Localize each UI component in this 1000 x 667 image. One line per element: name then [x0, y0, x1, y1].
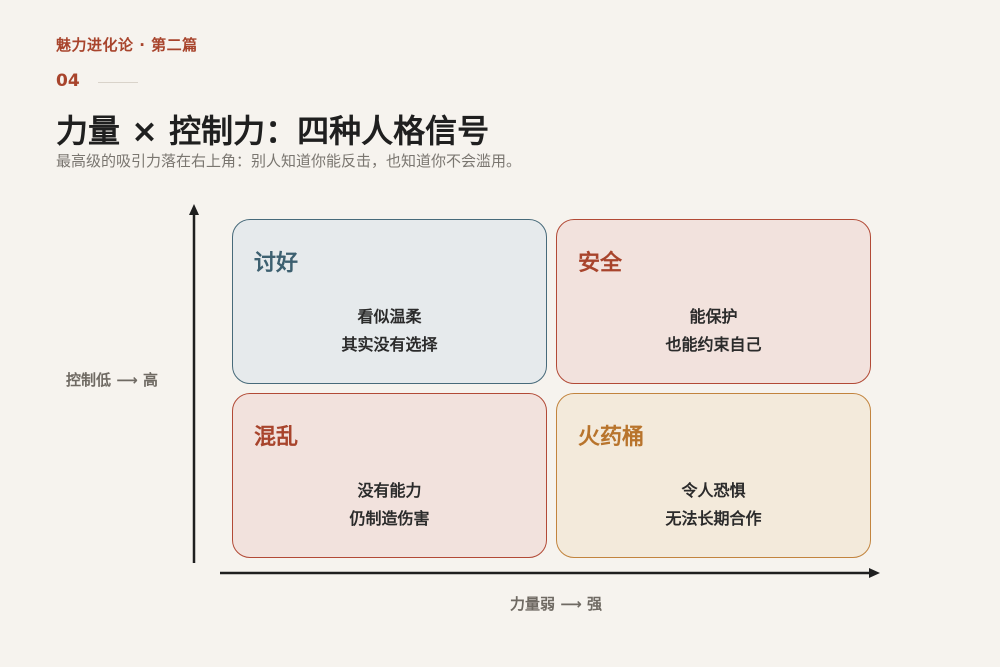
section-number: 04 [56, 71, 80, 91]
quadrant-line-2: 仍制造伤害 [349, 509, 430, 528]
page-title: 力量 × 控制力：四种人格信号 [56, 112, 490, 150]
quadrant-line-1: 没有能力 [357, 481, 422, 500]
x-axis-label: 力量弱 ⟶ 强 [510, 595, 602, 613]
x-axis-arrow [869, 568, 880, 578]
quadrant-top-left: 讨好 看似温柔 其实没有选择 [232, 219, 547, 384]
quadrant-bottom-right: 火药桶 令人恐惧 无法长期合作 [556, 393, 871, 558]
quadrant-title: 混乱 [254, 425, 299, 450]
page-subtitle: 最高级的吸引力落在右上角：别人知道你能反击，也知道你不会滥用。 [56, 152, 522, 170]
quadrant-line-1: 令人恐惧 [681, 481, 746, 500]
series-label: 魅力进化论 · 第二篇 [56, 36, 198, 54]
y-axis-label: 控制低 ⟶ 高 [66, 371, 158, 389]
quadrant-title: 讨好 [254, 251, 299, 276]
number-divider [98, 82, 138, 83]
quadrant-bottom-left: 混乱 没有能力 仍制造伤害 [232, 393, 547, 558]
quadrant-line-1: 能保护 [689, 307, 738, 326]
quadrant-line-2: 其实没有选择 [341, 335, 438, 354]
quadrant-title: 安全 [578, 251, 623, 276]
quadrant-top-right: 安全 能保护 也能约束自己 [556, 219, 871, 384]
y-axis-arrow [189, 204, 199, 215]
quadrant-line-2: 无法长期合作 [665, 509, 762, 528]
quadrant-line-2: 也能约束自己 [665, 335, 762, 354]
quadrant-line-1: 看似温柔 [357, 307, 422, 326]
quadrant-title: 火药桶 [578, 425, 645, 450]
